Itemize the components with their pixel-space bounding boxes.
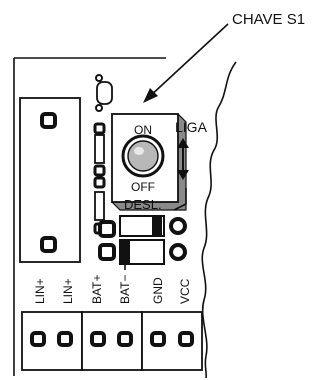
terminal-screws bbox=[30, 331, 194, 347]
terminal-label-vcc: VCC bbox=[178, 278, 192, 304]
terminal-label-bat-plus: BAT+ bbox=[90, 275, 104, 304]
terminal-screw-6 bbox=[178, 331, 194, 347]
desl-label: DESL. bbox=[124, 197, 162, 212]
terminal-label-lin-plus-1: LIN+ bbox=[33, 278, 47, 304]
desl-leader-line bbox=[173, 188, 187, 211]
callout-label: CHAVE S1 bbox=[232, 11, 305, 28]
switch-knob bbox=[127, 140, 159, 172]
terminal-block bbox=[21, 311, 203, 371]
terminal-label-lin-plus-2: LIN+ bbox=[61, 278, 75, 304]
diode-row-2 bbox=[98, 239, 187, 265]
terminal-label-gnd: GND bbox=[151, 277, 165, 304]
callout-arrow bbox=[143, 23, 229, 103]
terminal-screw-3 bbox=[90, 331, 106, 347]
terminal-screw-2 bbox=[57, 331, 73, 347]
top-pad bbox=[95, 74, 113, 112]
board-outline bbox=[13, 57, 237, 379]
switch-s1: ON OFF bbox=[111, 113, 187, 211]
switch-off-label: OFF bbox=[131, 180, 155, 194]
terminal-label-bat-minus: BAT− bbox=[118, 275, 132, 304]
terminal-screw-4 bbox=[117, 331, 133, 347]
terminal-screw-5 bbox=[150, 331, 166, 347]
switch-on-label: ON bbox=[134, 123, 152, 137]
up-down-arrow-icon bbox=[177, 138, 189, 180]
liga-label: LIGA bbox=[175, 119, 208, 135]
diode-row-1 bbox=[98, 215, 187, 238]
terminal-screw-1 bbox=[30, 331, 46, 347]
component-column bbox=[93, 122, 106, 235]
left-module bbox=[19, 97, 81, 263]
terminal-labels: LIN+ LIN+ BAT+ BAT− GND VCC bbox=[33, 275, 192, 304]
